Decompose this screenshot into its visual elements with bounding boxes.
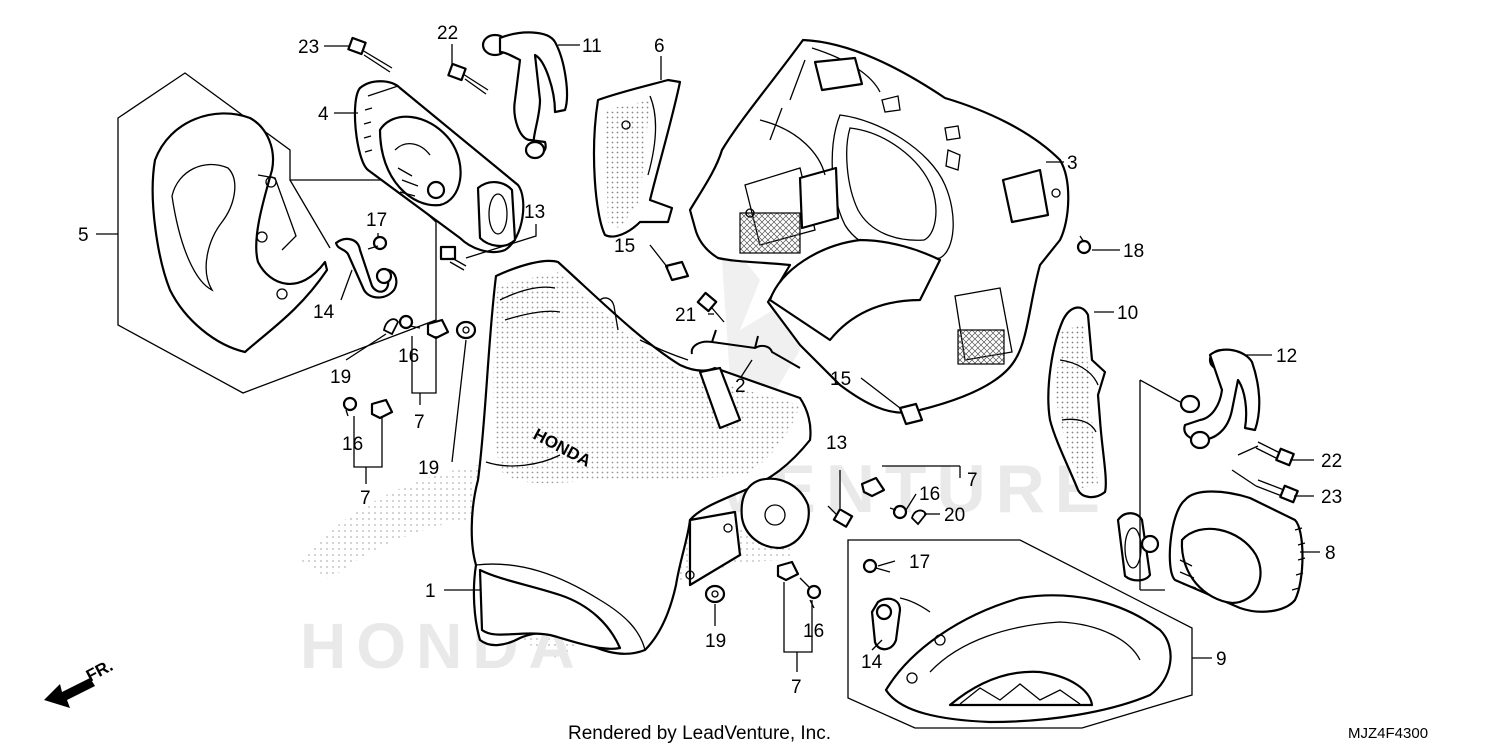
arrow-icon <box>44 678 95 708</box>
part-4-left-speaker <box>353 80 525 254</box>
callout-labels: 5 23 4 22 11 6 3 13 17 18 15 14 21 10 16… <box>78 23 1342 698</box>
callout-12: 12 <box>1276 346 1297 367</box>
callout-6: 6 <box>654 36 665 57</box>
part-23-right-bolt <box>1255 479 1299 504</box>
callout-18: 18 <box>1123 241 1144 262</box>
callout-3: 3 <box>1067 153 1078 174</box>
part-8-right-speaker <box>1116 490 1306 613</box>
callout-4: 4 <box>318 104 329 125</box>
callout-14-left: 14 <box>313 302 335 323</box>
callout-23: 23 <box>298 37 319 58</box>
part-13-lower-bolt <box>827 505 854 528</box>
part-9-right-inner-cover <box>847 539 1193 729</box>
callout-7-left-lower: 7 <box>360 488 371 509</box>
callout-8: 8 <box>1325 543 1336 564</box>
callout-9: 9 <box>1216 649 1227 670</box>
callout-21: 21 <box>675 305 696 326</box>
callout-5: 5 <box>78 225 89 246</box>
part-22-right-bolt <box>1255 441 1295 467</box>
part-22-left-bolt <box>447 62 489 95</box>
callout-17-left: 17 <box>366 210 387 231</box>
callout-16-right: 16 <box>919 484 940 505</box>
callout-19-lower: 19 <box>705 631 726 652</box>
part-15-lower-clip <box>898 402 924 426</box>
part-1-front-fairing: HONDA <box>470 259 812 655</box>
part-16-lower-screw <box>799 577 822 600</box>
part-7-lower-nut <box>776 560 800 582</box>
part-14-right-clip <box>870 597 902 651</box>
part-19-lower-nut <box>704 584 726 604</box>
callout-15-lower: 15 <box>830 369 851 390</box>
part-16-left-upper-screw <box>398 314 421 330</box>
callout-20-left: 19 <box>330 367 351 388</box>
callout-14-right: 14 <box>861 652 883 673</box>
part-3-inner-panel <box>688 38 1070 414</box>
part-18-screw <box>1076 235 1092 255</box>
callout-19-upper: 19 <box>418 458 439 479</box>
part-19-upper-nut <box>455 320 477 340</box>
callout-7-left-upper: 7 <box>414 412 425 433</box>
part-17-right-screw <box>862 558 891 574</box>
part-16-left-lower-screw <box>342 396 358 417</box>
callout-13-upper: 13 <box>524 202 545 223</box>
callout-11: 11 <box>582 36 602 57</box>
callout-16-left-lower: 16 <box>342 434 363 455</box>
part-6-side-panel <box>592 78 682 238</box>
callout-7-right: 7 <box>967 470 978 491</box>
part-10-right-side-panel <box>1047 306 1107 499</box>
callout-2: 2 <box>735 376 746 397</box>
callout-20-right: 20 <box>944 505 965 526</box>
callout-23-right: 23 <box>1321 487 1342 508</box>
callout-16-lower: 16 <box>803 621 824 642</box>
front-direction-marker: FR. <box>44 656 116 708</box>
part-2-wire <box>690 329 801 369</box>
part-12-right-bracket <box>1179 348 1261 450</box>
part-17-left-screw <box>367 235 388 251</box>
credit-text: Rendered by LeadVenture, Inc. <box>568 723 831 744</box>
part-13-upper-bolt <box>439 245 467 271</box>
part-7-right-nut <box>860 476 886 498</box>
fasteners <box>342 235 1092 604</box>
part-14-left-clip <box>334 237 398 299</box>
part-15-upper-clip <box>664 260 690 282</box>
callout-13-lower: 13 <box>826 433 847 454</box>
part-23-left-bolt <box>347 36 393 73</box>
part-11-left-bracket <box>481 31 569 160</box>
callout-22: 22 <box>437 23 458 44</box>
callout-10: 10 <box>1117 303 1138 324</box>
part-7-left-lower-nut <box>370 398 394 420</box>
part-21-bolt <box>696 291 725 323</box>
callout-15-upper: 15 <box>614 236 635 257</box>
callout-7-lower: 7 <box>791 677 802 698</box>
callout-1: 1 <box>425 581 436 602</box>
part-7-left-upper-nut <box>426 318 450 340</box>
callout-16-left-upper: 16 <box>398 346 419 367</box>
callout-17-right: 17 <box>909 552 930 573</box>
diagram-code: MJZ4F4300 <box>1348 725 1428 742</box>
part-20-left-clip <box>382 318 400 336</box>
leader-lines <box>96 44 1320 672</box>
part-16-right-screw <box>889 504 908 520</box>
callout-22-right: 22 <box>1321 451 1342 472</box>
